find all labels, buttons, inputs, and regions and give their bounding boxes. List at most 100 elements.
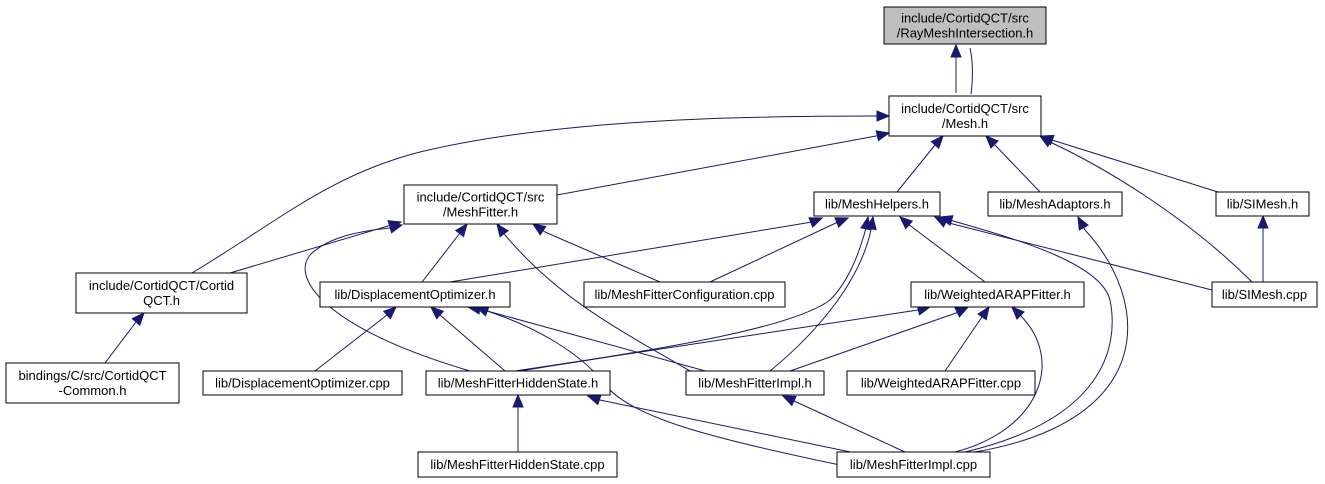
node-box: [202, 370, 403, 396]
node-meshfitter[interactable]: include/CortidQCT/src/MeshFitter.h: [403, 184, 558, 225]
edge-raymesh-to-mesh: [969, 47, 973, 95]
edge-mfimpl_cpp-to-mfhidden: [599, 399, 861, 455]
node-raymesh[interactable]: include/CortidQCT/src/RayMeshIntersectio…: [883, 6, 1047, 45]
edge-mfhidden-to-warap: [514, 309, 919, 372]
edge-tail-meshfitter-to-mesh: [875, 132, 890, 137]
edge-tail-simesh_cpp-to-mesh: [1039, 135, 1051, 143]
node-mfconfig[interactable]: lib/MeshFitterConfiguration.cpp: [583, 281, 786, 308]
node-label-line: lib/MeshFitterImpl.h: [698, 376, 811, 391]
edge-mfimpl_cpp-to-mfimpl_h: [793, 400, 906, 453]
node-box: [888, 95, 1042, 137]
node-box: [425, 370, 611, 396]
edges-layer: [104, 43, 1269, 466]
node-label-line: lib/MeshFitterImpl.cpp: [850, 457, 977, 472]
edge-mfimpl_cpp-to-dispopt: [486, 310, 841, 466]
edge-tail-mfimpl_cpp-to-mfimpl_h: [782, 395, 795, 402]
node-dispopt-cpp[interactable]: lib/DisplacementOptimizer.cpp: [202, 370, 403, 396]
node-label-line: lib/SIMesh.h: [1227, 197, 1299, 212]
edge-mfhidden-to-dispopt: [439, 314, 506, 372]
edge-tail-mfimpl_h-to-warap: [955, 306, 969, 314]
node-label-line: lib/MeshAdaptors.h: [999, 197, 1110, 212]
node-warap-h[interactable]: lib/WeightedARAPFitter.h: [910, 281, 1085, 308]
edge-tail-mfconfig-to-meshhelpers: [837, 217, 849, 223]
node-box: [5, 362, 180, 404]
node-label-line: lib/MeshFitterHiddenState.cpp: [430, 457, 604, 472]
edge-tail-warap_cpp-to-warap: [981, 306, 990, 318]
node-mesh[interactable]: include/CortidQCT/src/Mesh.h: [888, 95, 1042, 137]
node-simesh-h[interactable]: lib/SIMesh.h: [1215, 191, 1310, 217]
edge-mfimpl_h-to-dispopt: [479, 308, 721, 376]
node-box: [75, 272, 248, 314]
edge-simesh_h-to-mesh: [1051, 139, 1219, 193]
edge-dispopt-to-meshfitter: [421, 232, 461, 283]
edge-tail-dispopt-to-meshhelpers: [811, 217, 823, 223]
node-label-line: include/CortidQCT/src: [417, 190, 545, 205]
edge-tail-mfimpl_cpp-to-dispopt: [475, 306, 488, 312]
node-box: [1215, 191, 1310, 217]
edge-mfimpl_h-to-warap: [789, 312, 957, 372]
edge-warap_cpp-to-warap: [944, 316, 983, 372]
edge-cortidqct-to-mesh: [191, 115, 877, 274]
node-label-line: lib/MeshFitterHiddenState.h: [438, 376, 598, 391]
edge-mfimpl_cpp-to-meshhelpers: [949, 219, 1113, 453]
node-box: [836, 451, 991, 478]
node-box: [813, 191, 941, 217]
node-box: [846, 370, 1036, 396]
edge-tail-mfimpl_cpp-to-warap: [1011, 306, 1021, 316]
edge-tail-dispopt-to-meshfitter: [459, 223, 468, 234]
edge-tail-mfhidden-to-dispopt: [430, 306, 441, 316]
node-box: [1211, 281, 1318, 308]
node-simesh-cpp[interactable]: lib/SIMesh.cpp: [1211, 281, 1318, 308]
edge-mfimpl_cpp-to-warap: [954, 314, 1043, 453]
edge-tail-mfimpl_cpp-to-mfhidden: [587, 395, 601, 401]
node-label-line: /Mesh.h: [942, 116, 988, 131]
edge-mfimpl_cpp-to-meshadaptors: [974, 229, 1129, 453]
node-label-line: /MeshFitter.h: [443, 205, 518, 220]
node-label-line: lib/DisplacementOptimizer.h: [334, 287, 495, 302]
node-box: [319, 281, 511, 308]
edge-mfconfig-to-meshhelpers: [709, 221, 839, 283]
node-warap-cpp[interactable]: lib/WeightedARAPFitter.cpp: [846, 370, 1036, 396]
node-box: [403, 184, 558, 225]
node-box: [685, 370, 825, 396]
node-label-line: lib/SIMesh.cpp: [1222, 287, 1307, 302]
node-mfimpl-h[interactable]: lib/MeshFitterImpl.h: [685, 370, 825, 396]
edge-tail-meshhelpers-to-mesh: [934, 135, 944, 146]
node-bindings[interactable]: bindings/C/src/CortidQCT-Common.h: [5, 362, 180, 404]
node-label-line: lib/MeshHelpers.h: [825, 197, 929, 212]
node-dispopt-h[interactable]: lib/DisplacementOptimizer.h: [319, 281, 511, 308]
node-label-line: QCT.h: [143, 293, 180, 308]
node-mfhidden-cpp[interactable]: lib/MeshFitterHiddenState.cpp: [417, 451, 618, 478]
node-label-line: lib/WeightedARAPFitter.h: [924, 287, 1070, 302]
edge-tail-dispopt_cpp-to-dispopt: [386, 306, 397, 316]
node-box: [987, 191, 1123, 217]
edge-meshfitter-to-mesh: [556, 135, 877, 196]
arrowhead-mfconfig-to-meshhelpers: [834, 217, 850, 228]
edge-tail-mfconfig-to-meshfitter: [532, 223, 546, 233]
node-label-line: include/CortidQCT/src: [901, 101, 1029, 116]
node-box: [883, 6, 1047, 45]
node-meshhelpers[interactable]: lib/MeshHelpers.h: [813, 191, 941, 217]
edge-tail-simesh_cpp-to-meshhelpers: [934, 216, 946, 223]
edge-tail-mfimpl_cpp-to-meshhelpers: [939, 216, 951, 221]
arrowhead-dispopt-to-meshhelpers: [808, 217, 824, 228]
edge-tail-mfhidden-to-meshfitter: [389, 224, 403, 229]
node-meshadaptors[interactable]: lib/MeshAdaptors.h: [987, 191, 1123, 217]
edge-dispopt-to-meshhelpers: [449, 221, 813, 283]
edge-mfimpl_h-to-meshfitter: [504, 234, 691, 372]
node-label-line: lib/DisplacementOptimizer.cpp: [215, 376, 390, 391]
node-mfhidden-h[interactable]: lib/MeshFitterHiddenState.h: [425, 370, 611, 396]
node-label-line: include/CortidQCT/src: [901, 11, 1029, 26]
edge-tail-meshadaptors-to-mesh: [985, 135, 996, 146]
nodes-layer: include/CortidQCT/src/RayMeshIntersectio…: [5, 6, 1318, 478]
node-cortidqct-h[interactable]: include/CortidQCT/CortidQCT.h: [75, 272, 248, 314]
edge-meshadaptors-to-mesh: [994, 144, 1041, 193]
edge-tail-mfhidden-to-meshhelpers: [865, 216, 869, 229]
node-mfimpl-cpp[interactable]: lib/MeshFitterImpl.cpp: [836, 451, 991, 478]
edge-mfimpl_h-to-meshhelpers: [769, 229, 872, 372]
edge-tail-mfimpl_cpp-to-meshadaptors: [1077, 216, 1086, 231]
node-label-line: include/CortidQCT/Cortid: [89, 278, 234, 293]
node-label-line: lib/WeightedARAPFitter.cpp: [861, 376, 1021, 391]
edge-tail-bindings-to-cortidqct: [135, 312, 145, 323]
edge-mfhidden-to-meshfitter: [304, 227, 471, 372]
